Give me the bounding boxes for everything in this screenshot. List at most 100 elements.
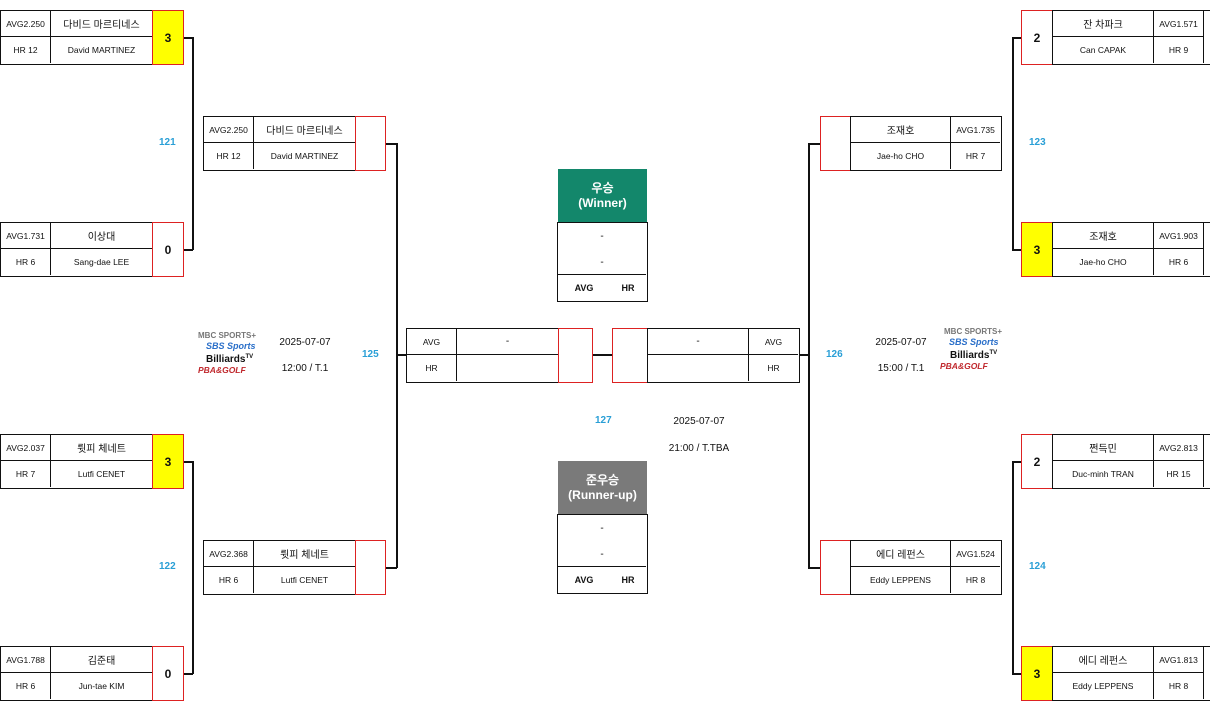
sbs-sports-logo: SBS Sports bbox=[949, 337, 999, 347]
semifinal-player-card[interactable]: 에디 레펀스 AVG1.524 Eddy LEPPENS HR 8 bbox=[850, 540, 1002, 595]
score-box bbox=[612, 328, 648, 383]
player-card[interactable]: AVG1.731 이상대 HR 6 Sang-dae LEE bbox=[0, 222, 153, 277]
player-korean-name: 륏피 체네트 bbox=[254, 541, 355, 567]
bracket-line bbox=[386, 567, 397, 569]
player-avg: AVG1.735 bbox=[951, 117, 1000, 143]
player-avg: AVG1.731 bbox=[1, 223, 51, 249]
player-card[interactable]: 에디 레펀스 AVG1.813 Eddy LEPPENS HR 8 bbox=[1052, 646, 1210, 701]
match-date: 2025-07-07 bbox=[279, 337, 331, 348]
player-hr: HR 6 bbox=[204, 567, 254, 593]
player-hr: HR 12 bbox=[204, 143, 254, 169]
bracket-line bbox=[1012, 249, 1021, 251]
winner-box: - - AVG HR bbox=[557, 222, 648, 302]
player-card[interactable]: 잔 차파크 AVG1.571 Can CAPAK HR 9 bbox=[1052, 10, 1210, 65]
score-box bbox=[558, 328, 593, 383]
match-time: 21:00 / T.TBA bbox=[668, 443, 730, 454]
player-hr: HR 12 bbox=[1, 37, 51, 63]
final-player-english-name bbox=[648, 355, 749, 381]
player-english-name: Duc-minh TRAN bbox=[1053, 461, 1154, 487]
bracket-line bbox=[192, 461, 194, 674]
score-box bbox=[355, 540, 386, 595]
score-box: 3 bbox=[152, 10, 184, 65]
runnerup-title: 준우승 bbox=[585, 472, 620, 487]
final-hr-label: HR bbox=[407, 355, 457, 381]
final-player-english-name bbox=[457, 355, 558, 381]
runnerup-subtitle: (Runner-up) bbox=[568, 487, 637, 502]
player-avg: AVG2.037 bbox=[1, 435, 51, 461]
player-korean-name: 이상대 bbox=[51, 223, 152, 249]
player-card[interactable]: 쩐득민 AVG2.813 Duc-minh TRAN HR 15 bbox=[1052, 434, 1210, 489]
bracket-line bbox=[593, 354, 612, 356]
score-box: 3 bbox=[152, 434, 184, 489]
score-box: 3 bbox=[1021, 222, 1053, 277]
broadcaster-logo: MBC SPORTS+ SBS Sports BilliardsTV PBA&G… bbox=[940, 326, 1008, 378]
bracket-line bbox=[799, 354, 809, 356]
runnerup-name-en: - bbox=[558, 542, 646, 567]
player-english-name: Jun-tae KIM bbox=[78, 681, 125, 691]
score-box: 0 bbox=[152, 646, 184, 701]
runnerup-name: - bbox=[600, 523, 604, 534]
score-box: 0 bbox=[152, 222, 184, 277]
player-avg: AVG1.813 bbox=[1154, 647, 1204, 673]
player-avg: AVG1.788 bbox=[1, 647, 51, 673]
player-english-name: Sang-dae LEE bbox=[73, 257, 130, 267]
bracket-line bbox=[808, 567, 820, 569]
match-date: 2025-07-07 bbox=[673, 416, 725, 427]
winner-subtitle: (Winner) bbox=[578, 195, 627, 210]
bracket-line bbox=[184, 249, 193, 251]
bracket-line bbox=[808, 143, 820, 145]
player-hr: HR 8 bbox=[965, 575, 986, 585]
player-english-name: Eddy LEPPENS bbox=[851, 567, 951, 593]
broadcaster-logo: MBC SPORTS+ SBS Sports BilliardsTV PBA&G… bbox=[198, 330, 262, 382]
score-box: 2 bbox=[1021, 10, 1053, 65]
final-player-card-right[interactable]: - AVG HR bbox=[647, 328, 800, 383]
player-korean-name: 다비드 마르티네스 bbox=[254, 117, 355, 143]
player-card[interactable]: AVG1.788 김준태 HR 6 Jun-tae KIM bbox=[0, 646, 153, 701]
runnerup-box: - - AVG HR bbox=[557, 514, 648, 594]
final-hr-label: HR bbox=[767, 363, 780, 373]
match-number: 123 bbox=[1029, 137, 1046, 148]
score-box bbox=[355, 116, 386, 171]
match-number: 127 bbox=[595, 415, 612, 426]
player-avg: AVG2.250 bbox=[1, 11, 51, 37]
match-number: 125 bbox=[362, 349, 379, 360]
bracket-line bbox=[386, 143, 397, 145]
player-korean-name: 쩐득민 bbox=[1053, 435, 1154, 461]
player-hr: HR 7 bbox=[1, 461, 51, 487]
player-english-name: Jae-ho CHO bbox=[1053, 249, 1154, 275]
match-number: 122 bbox=[159, 561, 176, 572]
sbs-sports-logo: SBS Sports bbox=[206, 341, 256, 351]
winner-hr-label: HR bbox=[621, 282, 635, 293]
bracket-line bbox=[1012, 37, 1021, 39]
semifinal-player-card[interactable]: AVG2.250 다비드 마르티네스 HR 12 David MARTINEZ bbox=[203, 116, 356, 171]
winner-avg-label: AVG bbox=[574, 282, 594, 293]
player-card[interactable]: 조재호 AVG1.903 Jae-ho CHO HR 6 bbox=[1052, 222, 1210, 277]
bracket-line bbox=[396, 354, 406, 356]
bracket-line bbox=[1012, 461, 1021, 463]
final-player-card-left[interactable]: AVG - HR bbox=[406, 328, 559, 383]
winner-title: 우승 bbox=[591, 180, 614, 195]
player-hr: HR 8 bbox=[1154, 673, 1204, 699]
player-korean-name: 잔 차파크 bbox=[1053, 11, 1154, 37]
winner-name-en: - bbox=[558, 250, 646, 275]
player-korean-name: 에디 레펀스 bbox=[851, 541, 951, 567]
semifinal-player-card[interactable]: AVG2.368 륏피 체네트 HR 6 Lutfi CENET bbox=[203, 540, 356, 595]
player-card[interactable]: AVG2.250 다비드 마르티네스 HR 12 David MARTINEZ bbox=[0, 10, 153, 65]
player-english-name: Jae-ho CHO bbox=[851, 143, 951, 169]
pba-golf-logo: PBA&GOLF bbox=[198, 365, 246, 375]
player-korean-name: 김준태 bbox=[51, 647, 152, 673]
player-english-name: Eddy LEPPENS bbox=[1053, 673, 1154, 699]
billiards-tv-logo: Billiards bbox=[950, 350, 990, 361]
player-avg: AVG2.368 bbox=[204, 541, 254, 567]
semifinal-player-card[interactable]: 조재호 AVG1.735 Jae-ho CHO HR 7 bbox=[850, 116, 1002, 171]
player-hr: HR 6 bbox=[1, 673, 51, 699]
player-english-name: David MARTINEZ bbox=[270, 151, 339, 161]
bracket-line bbox=[808, 143, 810, 568]
match-number: 121 bbox=[159, 137, 176, 148]
player-avg: AVG1.903 bbox=[1154, 223, 1204, 249]
match-time: 12:00 / T.1 bbox=[281, 363, 329, 374]
player-card[interactable]: AVG2.037 륏피 체네트 HR 7 Lutfi CENET bbox=[0, 434, 153, 489]
player-hr: HR 7 bbox=[965, 151, 986, 161]
match-time: 15:00 / T.1 bbox=[877, 363, 925, 374]
tv-logo: TV bbox=[989, 350, 998, 356]
